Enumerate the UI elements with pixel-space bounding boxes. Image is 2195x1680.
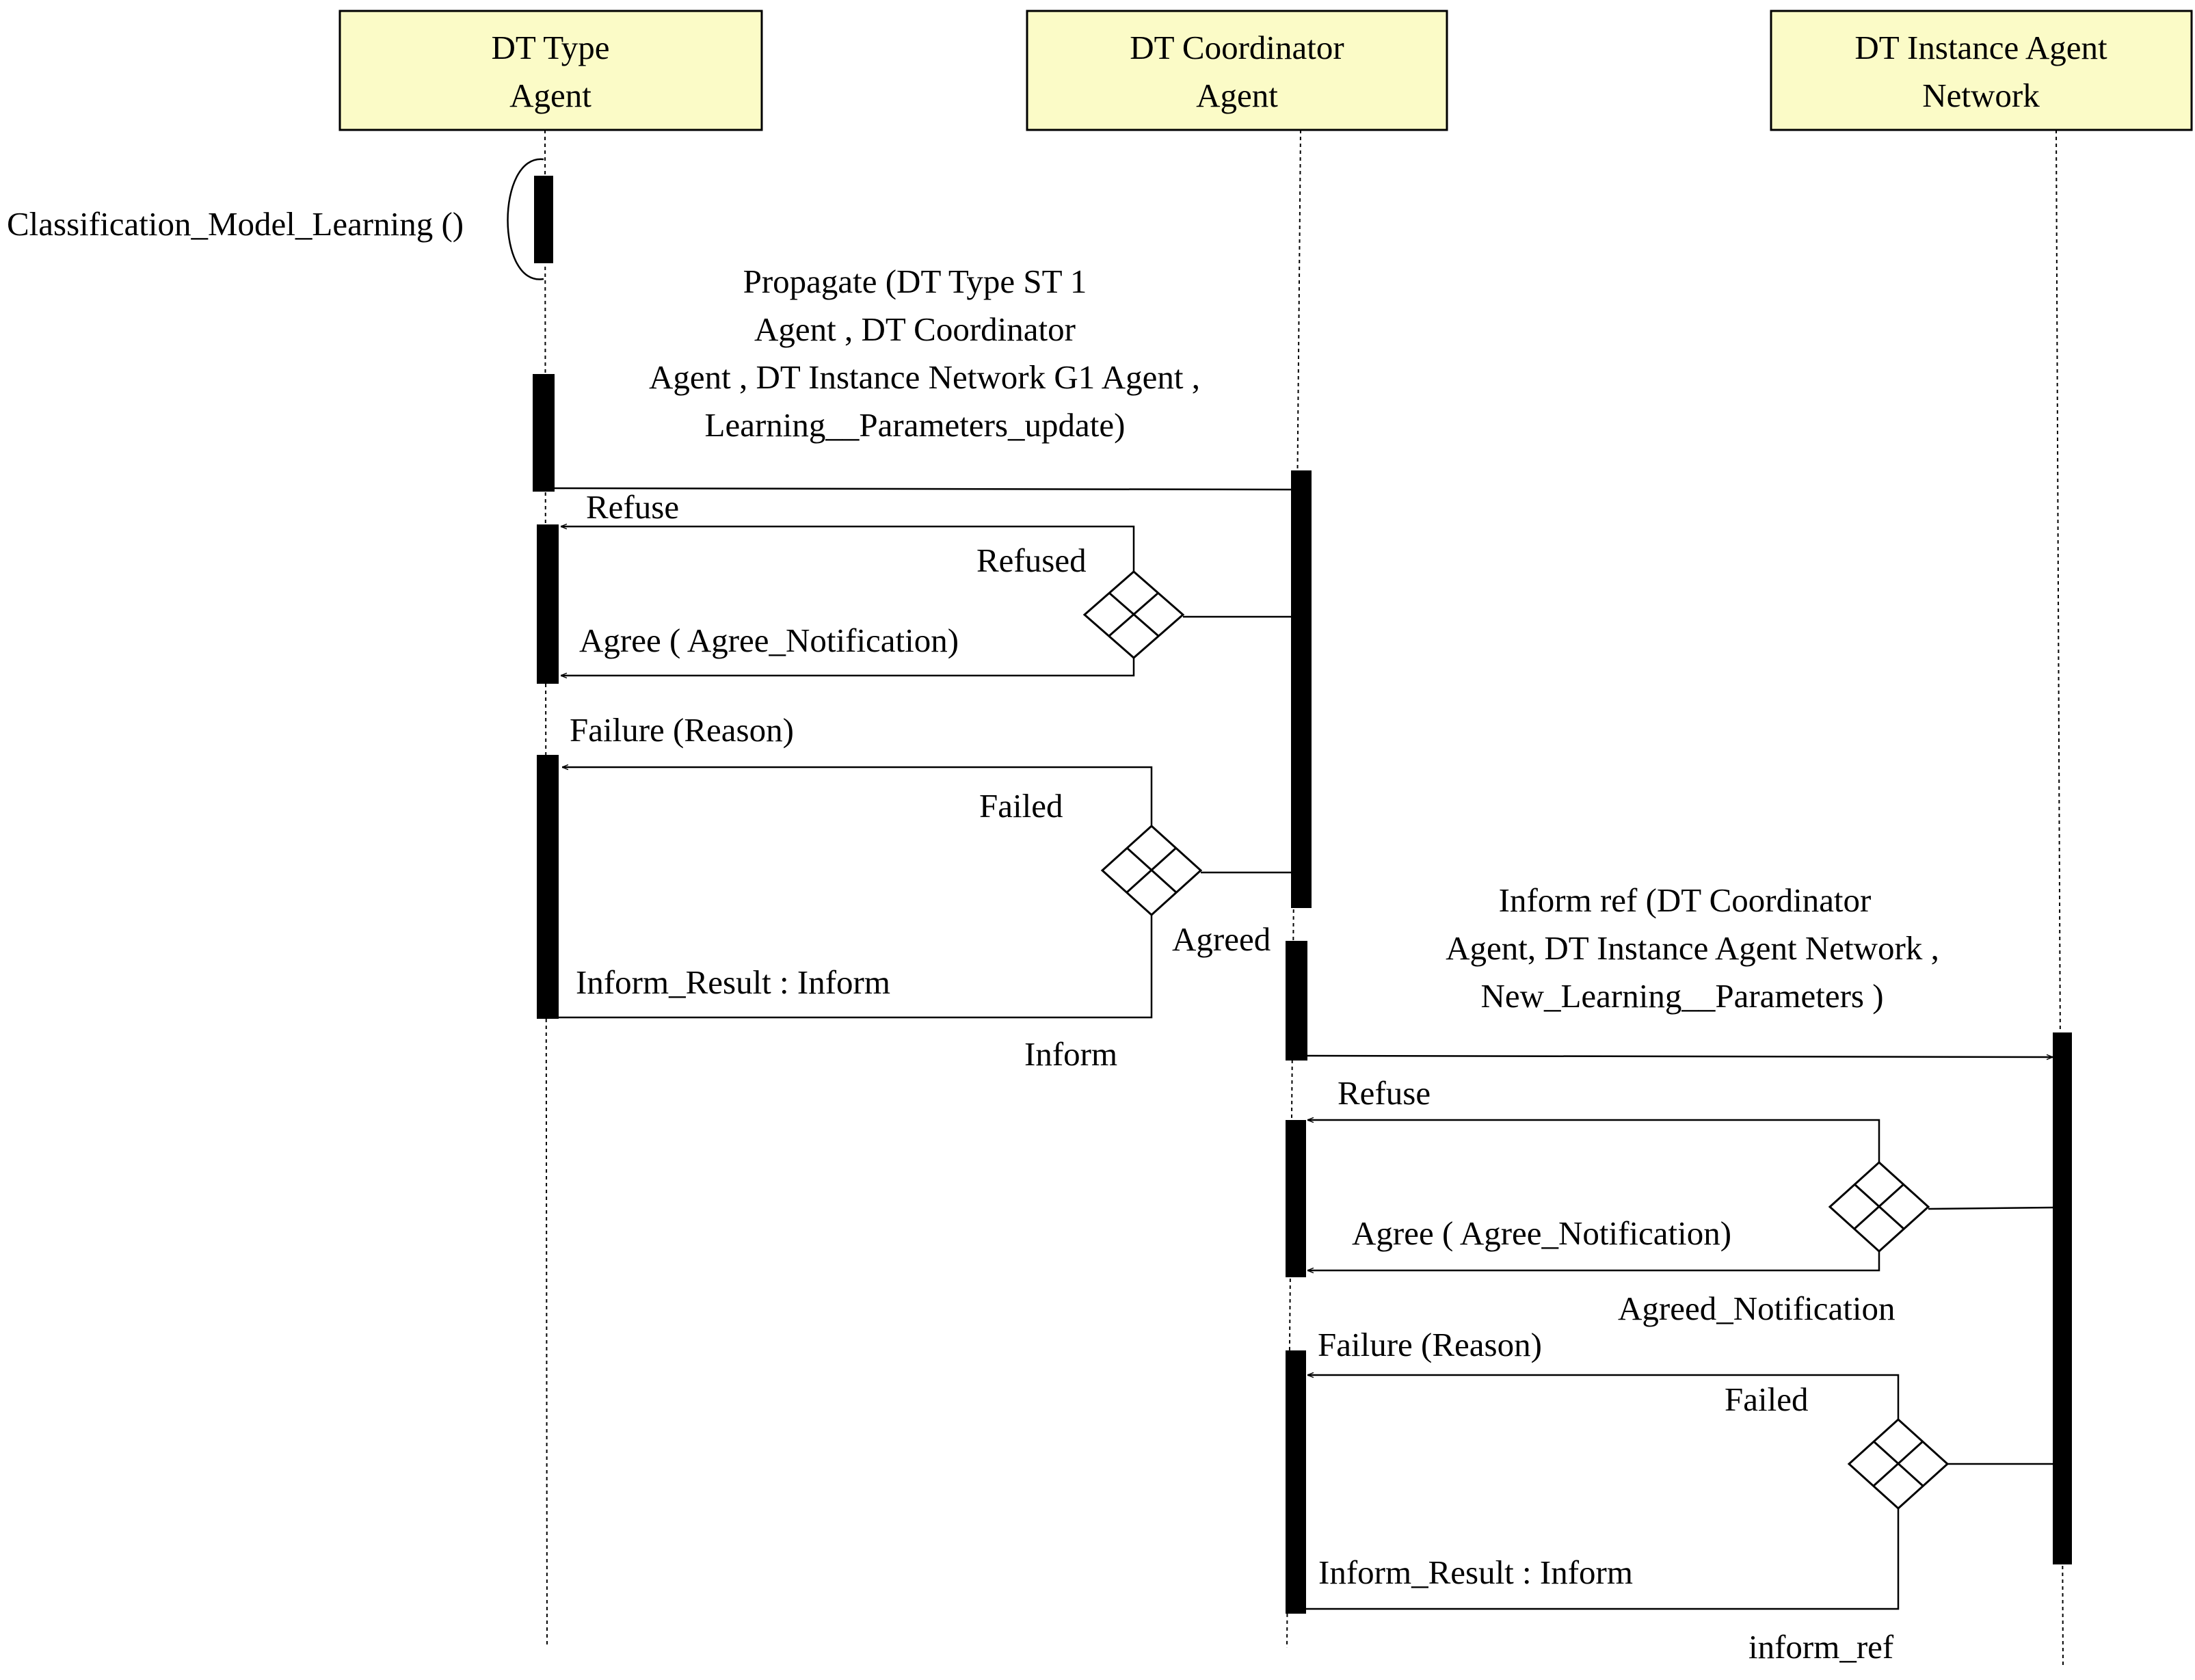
participant-box <box>338 10 763 131</box>
refuse-label-2: Refuse <box>1338 1074 1431 1112</box>
decision-diamond-icon <box>1082 570 1185 659</box>
participant-box <box>1026 10 1448 131</box>
activation-bar <box>1286 941 1307 1061</box>
inform-result-message-line <box>559 915 1153 1019</box>
propagate-label-line1: Propagate (DT Type ST 1 <box>743 263 1087 300</box>
agreed-label: Agreed <box>1172 920 1271 958</box>
activation-bar <box>533 374 555 492</box>
participant-dt-type-agent: DT Type Agent <box>338 10 763 131</box>
refuse-message-arrow-2 <box>1307 1120 1880 1162</box>
decision-diamond-icon <box>1100 824 1203 917</box>
activation-bar <box>534 176 553 263</box>
activation-bar <box>2053 1032 2072 1564</box>
decision-connector <box>1928 1206 2053 1210</box>
participant-label-line1: DT Coordinator <box>1130 29 1344 66</box>
failed-label: Failed <box>979 787 1063 825</box>
failure-message-arrow <box>562 767 1153 826</box>
activation-bar <box>537 755 559 1019</box>
activation-bar <box>1286 1120 1306 1277</box>
agreed-notification-label: Agreed_Notification <box>1618 1290 1895 1327</box>
decision-diamond-icon <box>1828 1160 1930 1253</box>
participant-dt-instance-agent-network: DT Instance Agent Network <box>1770 10 2193 131</box>
self-call-loop <box>507 158 544 280</box>
propagate-label-line3: Agent , DT Instance Network G1 Agent , <box>649 358 1200 396</box>
decision-diamond-icon <box>1847 1417 1950 1510</box>
inform-ref-message-label-line3: New_Learning__Parameters ) <box>1480 977 1883 1015</box>
participant-label-line1: DT Type <box>491 29 609 66</box>
refused-label: Refused <box>976 542 1087 579</box>
agree-label-2: Agree ( Agree_Notification) <box>1352 1214 1731 1252</box>
failed-label-2: Failed <box>1725 1381 1808 1418</box>
activation-bar <box>537 524 559 684</box>
inform-label: Inform <box>1024 1035 1117 1073</box>
agree-message-arrow-2 <box>1307 1251 1880 1270</box>
inform-ref-message-arrow <box>1307 1056 2053 1057</box>
refuse-message-arrow <box>561 526 1135 572</box>
propagate-message-line <box>553 487 1292 491</box>
inform-ref-message-label-line1: Inform ref (DT Coordinator <box>1499 881 1872 919</box>
agree-label: Agree ( Agree_Notification) <box>579 622 959 659</box>
failure-message-arrow-2 <box>1307 1375 1900 1419</box>
inform-result-label-2: Inform_Result : Inform <box>1318 1554 1633 1591</box>
participant-label-line2: Network <box>1922 77 2040 114</box>
failure-label-2: Failure (Reason) <box>1318 1326 1542 1363</box>
agree-message-arrow <box>561 658 1135 676</box>
activation-bar <box>1286 1350 1306 1614</box>
activation-bar <box>1291 470 1312 908</box>
participant-dt-coordinator-agent: DT Coordinator Agent <box>1026 10 1448 131</box>
participant-label-line2: Agent <box>509 77 591 114</box>
refuse-label: Refuse <box>586 488 679 526</box>
inform-result-label: Inform_Result : Inform <box>576 963 890 1001</box>
participant-label-line2: Agent <box>1196 77 1278 114</box>
failure-label: Failure (Reason) <box>570 711 794 749</box>
self-call-label: Classification_Model_Learning () <box>7 205 464 243</box>
inform-ref-label: inform_ref <box>1748 1628 1894 1666</box>
propagate-label-line2: Agent , DT Coordinator <box>754 310 1076 348</box>
propagate-label-line4: Learning__Parameters_update) <box>705 406 1126 444</box>
inform-ref-message-label-line2: Agent, DT Instance Agent Network , <box>1446 929 1939 967</box>
participant-box <box>1770 10 2193 131</box>
participant-label-line1: DT Instance Agent <box>1854 29 2107 66</box>
inform-result-message-line-2 <box>1306 1508 1900 1610</box>
